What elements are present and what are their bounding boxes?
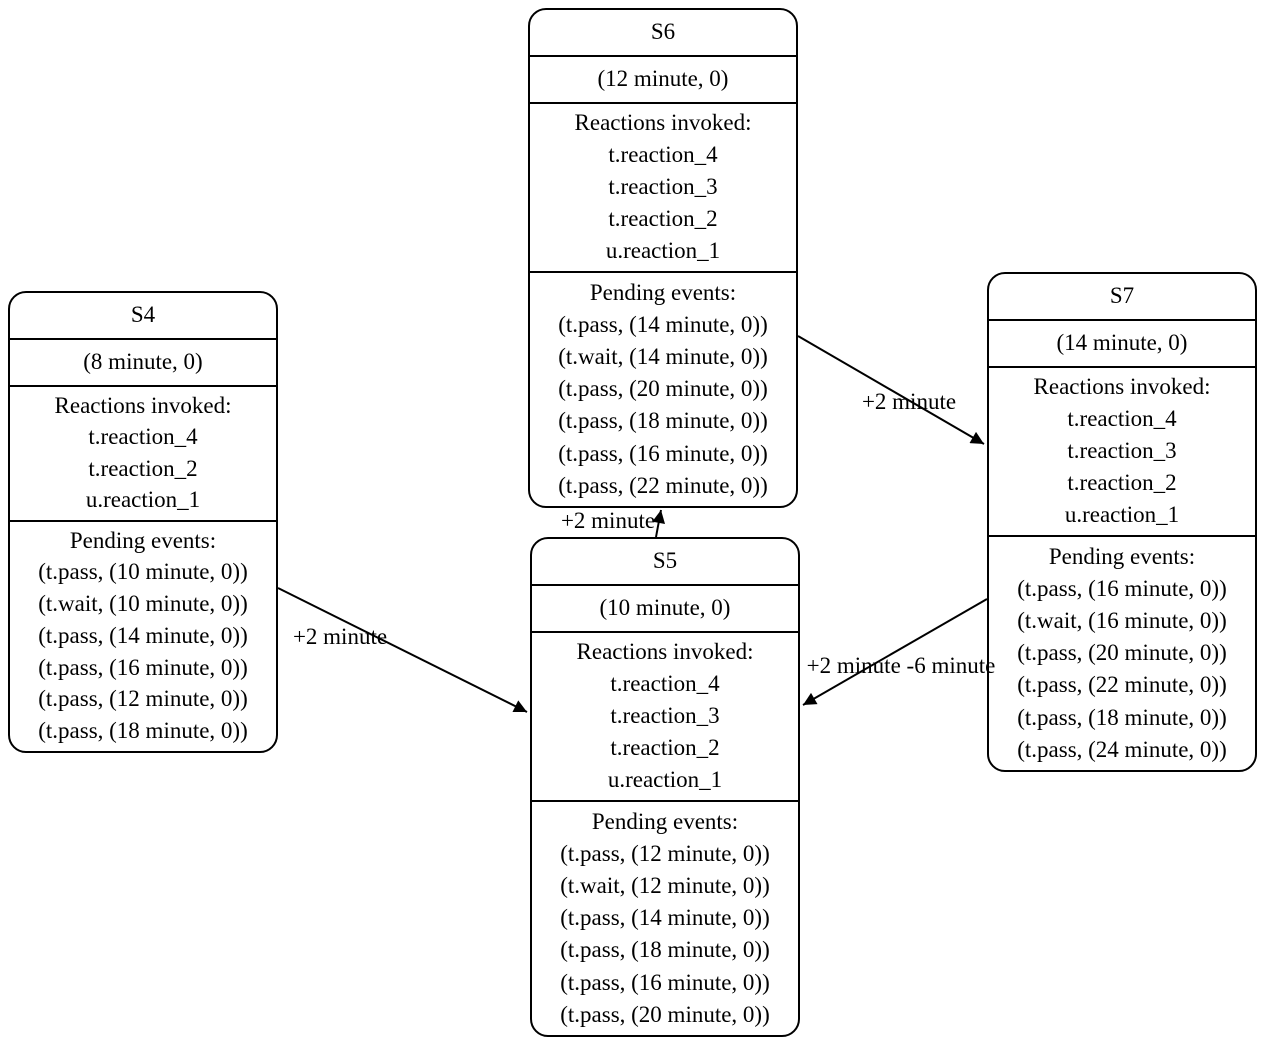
state-node-S5: S5 (10 minute, 0) Reactions invoked: t.r… [530,537,800,1037]
edge-label-s7-to-s5: +2 minute -6 minute [806,653,996,678]
reaction-item: t.reaction_4 [610,671,720,697]
reaction-item: t.reaction_2 [88,455,198,481]
node-title: S7 [1109,283,1135,309]
edge-label-s5-to-s6: +2 minute [560,508,656,533]
edge-s7-to-s5 [802,598,988,706]
pending-item: (t.pass, (12 minute, 0)) [38,686,248,712]
reaction-item: t.reaction_4 [1067,406,1177,432]
reaction-item: u.reaction_1 [607,767,723,793]
pending-item: (t.pass, (22 minute, 0)) [558,472,768,498]
node-time: (8 minute, 0) [10,338,276,385]
edge-s5-to-s6 [652,509,666,538]
pending-item: (t.pass, (10 minute, 0)) [38,559,248,585]
edge-label-s6-to-s7: +2 minute [861,389,957,414]
reaction-item: t.reaction_2 [610,735,720,761]
reaction-item: t.reaction_3 [610,703,720,729]
pending-item: (t.pass, (18 minute, 0)) [38,718,248,744]
pending-section: Pending events: (t.pass, (16 minute, 0))… [989,535,1255,770]
reaction-item: t.reaction_4 [88,424,198,450]
reactions-header: Reactions invoked: [576,639,754,665]
pending-item: (t.pass, (16 minute, 0)) [38,654,248,680]
reactions-section: Reactions invoked: t.reaction_4 t.reacti… [530,102,796,271]
state-node-S4: S4 (8 minute, 0) Reactions invoked: t.re… [8,291,278,753]
pending-item: (t.pass, (22 minute, 0)) [1017,672,1227,698]
pending-header: Pending events: [69,527,217,553]
pending-item: (t.wait, (16 minute, 0)) [1017,608,1227,634]
reaction-item: t.reaction_3 [1067,438,1177,464]
edge-label-s4-to-s5: +2 minute [292,624,388,649]
pending-item: (t.pass, (18 minute, 0)) [558,408,768,434]
reactions-header: Reactions invoked: [574,110,752,136]
reaction-item: u.reaction_1 [85,487,201,513]
pending-item: (t.pass, (20 minute, 0)) [558,376,768,402]
edge-s4-to-s5 [277,587,528,713]
reactions-header: Reactions invoked: [54,392,232,418]
node-title: S6 [650,19,676,45]
pending-item: (t.pass, (20 minute, 0)) [560,1001,770,1027]
pending-item: (t.pass, (24 minute, 0)) [1017,736,1227,762]
reactions-section: Reactions invoked: t.reaction_4 t.reacti… [10,385,276,520]
node-time: (12 minute, 0) [530,55,796,102]
state-node-S7: S7 (14 minute, 0) Reactions invoked: t.r… [987,272,1257,772]
pending-item: (t.pass, (16 minute, 0)) [558,440,768,466]
reaction-item: u.reaction_1 [1064,502,1180,528]
pending-item: (t.pass, (14 minute, 0)) [38,622,248,648]
reaction-item: t.reaction_2 [608,206,718,232]
reaction-item: t.reaction_3 [608,174,718,200]
reaction-item: t.reaction_4 [608,142,718,168]
pending-section: Pending events: (t.pass, (14 minute, 0))… [530,271,796,506]
node-time: (10 minute, 0) [532,584,798,631]
node-time: (14 minute, 0) [989,319,1255,366]
pending-item: (t.pass, (16 minute, 0)) [560,969,770,995]
pending-item: (t.pass, (14 minute, 0)) [560,905,770,931]
reactions-header: Reactions invoked: [1033,374,1211,400]
state-node-S6: S6 (12 minute, 0) Reactions invoked: t.r… [528,8,798,508]
pending-section: Pending events: (t.pass, (12 minute, 0))… [532,800,798,1035]
reaction-item: u.reaction_1 [605,238,721,264]
pending-item: (t.wait, (14 minute, 0)) [558,344,768,370]
pending-item: (t.wait, (12 minute, 0)) [560,873,770,899]
node-title: S5 [652,548,678,574]
pending-header: Pending events: [589,279,737,305]
pending-item: (t.pass, (18 minute, 0)) [1017,704,1227,730]
pending-item: (t.pass, (18 minute, 0)) [560,937,770,963]
pending-item: (t.pass, (14 minute, 0)) [558,311,768,337]
reactions-section: Reactions invoked: t.reaction_4 t.reacti… [532,631,798,800]
reactions-section: Reactions invoked: t.reaction_4 t.reacti… [989,366,1255,535]
pending-header: Pending events: [1048,543,1196,569]
pending-section: Pending events: (t.pass, (10 minute, 0))… [10,519,276,751]
pending-item: (t.wait, (10 minute, 0)) [38,591,248,617]
pending-item: (t.pass, (20 minute, 0)) [1017,640,1227,666]
pending-header: Pending events: [591,808,739,834]
pending-item: (t.pass, (16 minute, 0)) [1017,575,1227,601]
node-title: S4 [130,302,156,328]
reaction-item: t.reaction_2 [1067,470,1177,496]
pending-item: (t.pass, (12 minute, 0)) [560,840,770,866]
